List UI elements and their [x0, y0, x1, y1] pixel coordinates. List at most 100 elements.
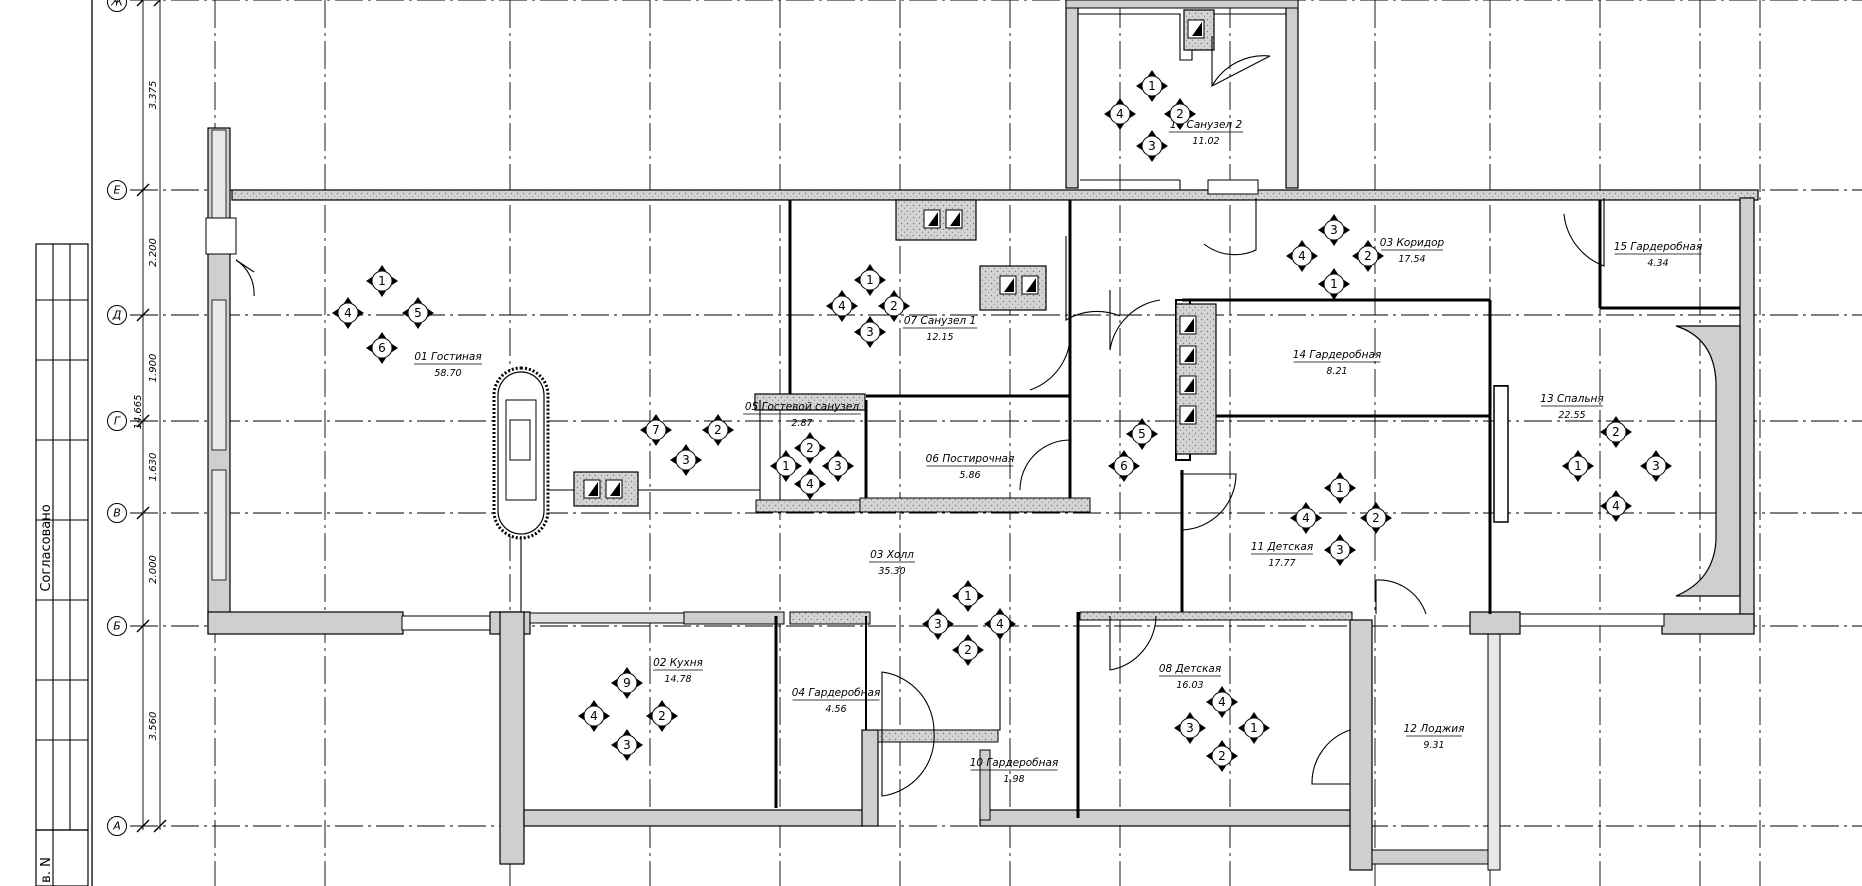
wall-marker: 1: [1238, 712, 1270, 744]
marker-arrow-right: [672, 712, 678, 720]
wall-marker: 1: [952, 580, 984, 612]
title-block-stamp: Согласовано в. N: [35, 243, 89, 886]
marker-arrow-up: [682, 444, 690, 450]
marker-arrow-down: [623, 755, 631, 761]
wall-marker: 2: [878, 290, 910, 322]
marker-circle: [616, 734, 638, 756]
marker-label: 1: [1574, 459, 1582, 473]
marker-arrow-up: [1372, 502, 1380, 508]
marker-label: 3: [1148, 139, 1156, 153]
marker-arrow-left: [1290, 514, 1296, 522]
marker-circle: [1141, 75, 1163, 97]
marker-label: 1: [1330, 277, 1338, 291]
marker-arrow-right: [1162, 82, 1168, 90]
marker-arrow-left: [1126, 430, 1132, 438]
grid-axis-label: Г: [114, 415, 121, 428]
wall-marker: 4: [1206, 686, 1238, 718]
marker-arrow-up: [1330, 268, 1338, 274]
marker-label: 4: [1612, 499, 1620, 513]
marker-arrow-down: [414, 323, 422, 329]
marker-arrow-right: [880, 276, 886, 284]
marker-arrow-right: [392, 277, 398, 285]
marker-arrow-left: [611, 679, 617, 687]
marker-arrow-up: [590, 700, 598, 706]
marker-arrow-right: [1232, 698, 1238, 706]
wall-marker: 4: [1104, 98, 1136, 130]
dimension-tick: [136, 506, 150, 520]
grid-axis-label: Д: [112, 309, 122, 322]
marker-arrow-left: [794, 444, 800, 452]
room-area: 8.21: [1326, 366, 1347, 377]
wall-marker: 5: [1126, 418, 1158, 450]
marker-arrow-right: [904, 302, 910, 310]
marker-label: 3: [934, 617, 942, 631]
marker-circle: [1605, 421, 1627, 443]
marker-arrow-up: [1250, 712, 1258, 718]
room-area: 17.54: [1398, 254, 1425, 265]
marker-label: 6: [1120, 459, 1128, 473]
marker-arrow-up: [866, 316, 874, 322]
marker-arrow-up: [1148, 70, 1156, 76]
grid-axis-label: В: [113, 507, 121, 520]
marker-arrow-down: [623, 693, 631, 699]
wall-marker: 2: [952, 634, 984, 666]
marker-circle: [407, 302, 429, 324]
room-area: 11.02: [1192, 136, 1219, 147]
marker-arrow-left: [1136, 82, 1142, 90]
marker-arrow-right: [820, 444, 826, 452]
flue-fill: [950, 212, 960, 226]
room-name: 07 Санузел 1: [904, 315, 976, 327]
marker-circle: [1295, 507, 1317, 529]
marker-arrow-left: [611, 741, 617, 749]
marker-circle: [775, 455, 797, 477]
marker-label: 2: [714, 423, 722, 437]
marker-arrow-right: [1344, 226, 1350, 234]
marker-label: 4: [590, 709, 598, 723]
marker-label: 2: [1218, 749, 1226, 763]
marker-arrow-left: [1600, 428, 1606, 436]
marker-arrow-left: [854, 328, 860, 336]
dimension-label: 2.200: [148, 238, 159, 267]
marker-arrow-left: [794, 480, 800, 488]
marker-arrow-left: [1352, 252, 1358, 260]
marker-label: 3: [834, 459, 842, 473]
marker-arrow-right: [728, 426, 734, 434]
marker-arrow-up: [623, 667, 631, 673]
grid-axis-bubble: [107, 616, 127, 636]
marker-label: 4: [806, 477, 814, 491]
marker-arrow-up: [652, 414, 660, 420]
marker-label: 7: [652, 423, 660, 437]
marker-arrow-down: [866, 290, 874, 296]
marker-arrow-down: [658, 726, 666, 732]
marker-arrow-up: [834, 450, 842, 456]
marker-arrow-left: [1324, 546, 1330, 554]
room-label: 16 Санузел 2 11.02: [1168, 119, 1244, 147]
marker-circle: [371, 337, 393, 359]
room-name: 05 Гостевой санузел: [745, 401, 859, 413]
marker-arrow-up: [964, 634, 972, 640]
room-name: 02 Кухня: [653, 657, 703, 669]
marker-arrow-right: [637, 741, 643, 749]
dimension-label: 3.560: [148, 712, 159, 741]
grid-axis-bubble: [107, 180, 127, 200]
marker-arrow-right: [666, 426, 672, 434]
marker-label: 2: [1372, 511, 1380, 525]
marker-arrow-right: [1378, 252, 1384, 260]
grid-axis-label: Ж: [110, 0, 124, 9]
room-name: 16 Санузел 2: [1170, 119, 1243, 131]
dimension-label: 1.900: [148, 354, 159, 383]
marker-circle: [645, 419, 667, 441]
marker-arrow-right: [1190, 110, 1196, 118]
marker-label: 4: [1298, 249, 1306, 263]
marker-arrow-down: [934, 634, 942, 640]
flue-fill: [1184, 348, 1194, 362]
room-area: 16.03: [1176, 680, 1203, 691]
marker-label: 2: [1176, 107, 1184, 121]
marker-arrow-right: [1386, 514, 1392, 522]
marker-arrow-down: [838, 316, 846, 322]
marker-label: 3: [1186, 721, 1194, 735]
